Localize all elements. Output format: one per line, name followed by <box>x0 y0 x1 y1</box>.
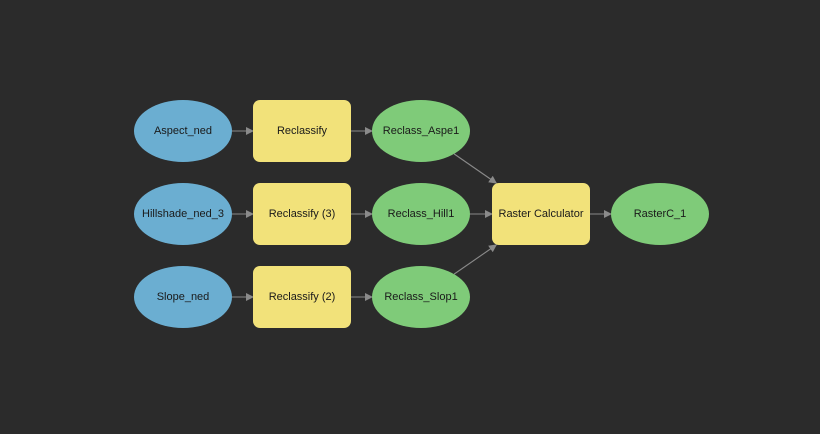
node-label: Raster Calculator <box>498 208 584 220</box>
node-rasterc-1[interactable]: RasterC_1 <box>611 183 709 245</box>
node-label: Slope_ned <box>156 291 210 303</box>
node-label: Hillshade_ned_3 <box>142 208 224 220</box>
node-reclass-aspe1[interactable]: Reclass_Aspe1 <box>372 100 470 162</box>
node-raster-calculator[interactable]: Raster Calculator <box>492 183 590 245</box>
node-hillshade-ned-3[interactable]: Hillshade_ned_3 <box>134 183 232 245</box>
node-reclass-slop1[interactable]: Reclass_Slop1 <box>372 266 470 328</box>
node-reclass-hill1[interactable]: Reclass_Hill1 <box>372 183 470 245</box>
node-label: Reclassify (2) <box>268 291 336 303</box>
node-aspect-ned[interactable]: Aspect_ned <box>134 100 232 162</box>
node-label: Reclassify (3) <box>268 208 336 220</box>
node-reclassify-2[interactable]: Reclassify (2) <box>253 266 351 328</box>
node-reclassify[interactable]: Reclassify <box>253 100 351 162</box>
node-reclassify-3[interactable]: Reclassify (3) <box>253 183 351 245</box>
node-label: Reclassify <box>276 125 328 137</box>
node-slope-ned[interactable]: Slope_ned <box>134 266 232 328</box>
node-label: RasterC_1 <box>633 208 687 220</box>
node-label: Reclass_Slop1 <box>384 291 458 303</box>
node-label: Reclass_Aspe1 <box>382 125 460 137</box>
connector-reclass-aspe1-to-raster-calculator[interactable] <box>453 153 498 184</box>
node-label: Aspect_ned <box>153 125 213 137</box>
connector-reclass-slop1-to-raster-calculator[interactable] <box>453 244 498 275</box>
node-label: Reclass_Hill1 <box>387 208 455 220</box>
